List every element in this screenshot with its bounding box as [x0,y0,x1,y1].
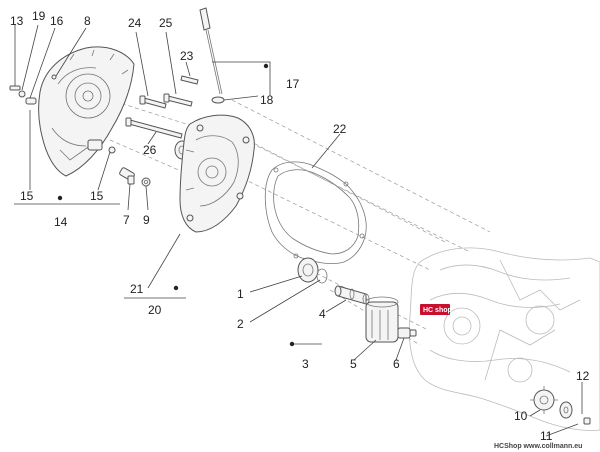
callout-12: 12 [576,369,590,383]
callout-11: 11 [540,429,553,443]
filter-fitting [397,327,417,339]
callout-7: 7 [123,213,130,227]
callout-20: 20 [148,303,162,317]
callout-19: 19 [32,9,46,23]
group-dots [57,63,295,347]
dipstick [199,7,225,104]
callout-4: 4 [319,307,326,321]
callout-22: 22 [333,122,347,136]
callout-labels: 13 19 16 8 24 25 23 17 18 22 26 15 15 14… [10,9,590,443]
callout-13: 13 [10,14,24,28]
callout-9: 9 [143,213,150,227]
sensor-and-washer [119,167,151,187]
oil-filter-cap [297,257,328,284]
crankcase-half [179,114,255,233]
callout-21: 21 [130,282,144,296]
oil-filter [365,296,399,343]
callout-17: 17 [286,77,300,91]
crankcase-background [408,247,600,431]
callout-3: 3 [302,357,309,371]
callout-1: 1 [237,287,244,301]
callout-26: 26 [143,143,157,157]
callout-24: 24 [128,16,142,30]
cover-screw-hardware [9,74,116,154]
flywheel-cover [38,46,135,177]
gasket [264,161,367,265]
bolt-set [125,75,199,139]
callout-15-right: 15 [90,189,104,203]
callout-18: 18 [260,93,274,107]
hc-shop-badge: HC shop [420,304,452,315]
callout-15-left: 15 [20,189,34,203]
callout-25: 25 [159,16,173,30]
callout-5: 5 [350,357,357,371]
filter-screen [334,285,370,305]
callout-16: 16 [50,14,64,28]
callout-14: 14 [54,215,68,229]
watermark: HCShop www.collmann.eu [494,443,582,450]
callout-2: 2 [237,317,244,331]
callout-8: 8 [84,14,91,28]
callout-10: 10 [514,409,528,423]
callout-6: 6 [393,357,400,371]
pump-gear-assembly [530,386,591,425]
hc-shop-badge-text: HC shop [423,307,452,314]
callout-23: 23 [180,49,194,63]
